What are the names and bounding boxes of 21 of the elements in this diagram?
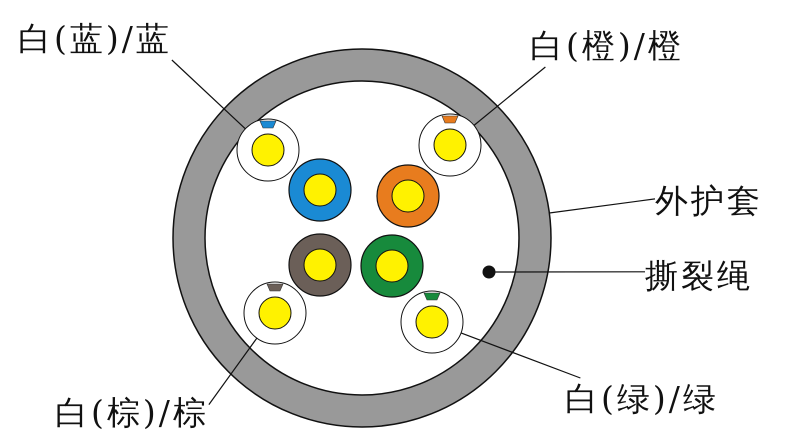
part-label: 外护套	[655, 180, 763, 222]
insulated-wire	[400, 290, 464, 354]
part-label: 撕裂绳	[645, 255, 753, 297]
part-label: 白(蓝)/蓝	[18, 18, 172, 60]
insulated-wire	[288, 158, 352, 222]
insulated-wire	[376, 164, 440, 228]
insulated-wire	[236, 118, 300, 182]
part-label: 白(棕)/棕	[55, 392, 209, 434]
insulated-wire	[360, 234, 424, 298]
leader-line	[460, 332, 581, 379]
insulated-wire	[288, 233, 352, 297]
leader-line	[208, 338, 258, 405]
leader-line	[474, 66, 546, 126]
part-label: 白(橙)/橙	[530, 25, 684, 67]
rip-cord	[482, 265, 496, 279]
insulated-wire	[418, 113, 482, 177]
insulated-wire	[243, 281, 307, 345]
leader-line	[495, 271, 645, 273]
leader-line	[171, 60, 246, 130]
part-label: 白(绿)/绿	[565, 378, 719, 420]
leader-line	[549, 198, 656, 214]
